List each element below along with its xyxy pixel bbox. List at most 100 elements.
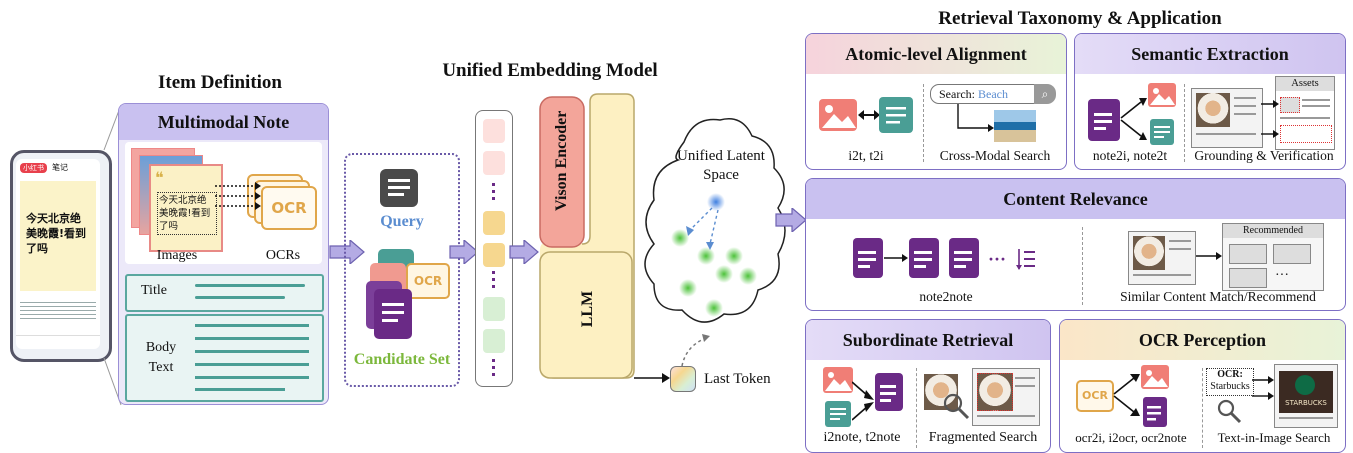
text-icon: [825, 401, 851, 427]
source-note-thumb: [1128, 231, 1196, 285]
query-candidate-box: Query OCR Candidate Set: [344, 153, 460, 387]
note-document-thumb: [972, 368, 1040, 426]
subordinate-right-caption: Fragmented Search: [928, 430, 1038, 445]
assets-label: Assets: [1276, 77, 1334, 91]
phone-app-badge: 小红书: [20, 163, 47, 173]
note-document-thumb: [1191, 88, 1263, 148]
query-label: Query: [380, 213, 424, 230]
image-icon: [1141, 365, 1169, 389]
note-icon: [909, 238, 939, 278]
ocr-query-label: OCR:: [1217, 369, 1243, 380]
token-column: [475, 110, 513, 387]
arrow-note-to-query: [329, 240, 365, 264]
note-chain: ···: [852, 237, 1052, 281]
multimodal-note-panel: Multimodal Note ❝ 今天北京绝美晚霞!看到了吗 OCR Imag…: [118, 103, 329, 405]
note-icon: [853, 238, 883, 278]
text-icon: [1150, 119, 1174, 145]
latent-space-label: Unified Latent Space: [677, 148, 765, 183]
atomic-left-caption: i2t, t2i: [848, 148, 884, 163]
llm-label: LLM: [579, 290, 596, 328]
vision-encoder-label: Vison Encoder: [553, 110, 570, 211]
section-title-unified-model: Unified Embedding Model: [442, 60, 658, 81]
multimodal-note-title: Multimodal Note: [119, 104, 328, 140]
phone-nav-bar: [16, 335, 100, 349]
last-token-box: [670, 366, 696, 392]
ocr-query-text: Starbucks: [1210, 381, 1250, 392]
arrow-to-llm: [509, 240, 539, 264]
latent-space-cloud: [644, 118, 786, 323]
note-ocrs-label: OCRs: [265, 248, 301, 263]
magnifier-icon: [1217, 399, 1242, 424]
recommended-panel: Recommended ···: [1222, 223, 1324, 291]
assets-panel: Assets: [1275, 76, 1335, 150]
ranking-icon: [1016, 249, 1035, 270]
search-term: Beach: [977, 87, 1008, 101]
image-icon: [823, 367, 853, 393]
semantic-right-caption: Grounding & Verification: [1194, 148, 1334, 163]
grounding-arrows: [1261, 100, 1279, 138]
magnifier-icon: [943, 393, 970, 420]
panel-content-title: Content Relevance: [806, 179, 1345, 219]
panel-atomic-alignment: Atomic-level Alignment i2t, t2i Search: …: [805, 33, 1067, 170]
note-image-stack: ❝ 今天北京绝美晚霞!看到了吗: [131, 148, 231, 252]
note-image-front: ❝ 今天北京绝美晚霞!看到了吗: [149, 164, 223, 252]
merge-arrows: [852, 381, 874, 421]
panel-semantic-extraction: Semantic Extraction note2i, note2t Asset…: [1074, 33, 1346, 170]
bidirectional-arrow: [858, 110, 880, 120]
note-icon: [875, 373, 903, 411]
phone-connector-lines: [103, 104, 122, 406]
subordinate-left-caption: i2note, t2note: [823, 430, 901, 445]
phone-app-label: 笔记: [52, 163, 68, 172]
panel-semantic-title: Semantic Extraction: [1075, 34, 1345, 74]
storefront-document: STARBUCKS: [1274, 364, 1338, 428]
search-bar: Search: Beach: [930, 84, 1042, 104]
llm-shape: [539, 93, 635, 379]
note-ocr-stack: OCR: [247, 174, 321, 234]
last-token-label: Last Token: [704, 371, 771, 387]
llm-to-last-token-arrow: [634, 373, 670, 383]
ocr-left-caption: ocr2i, i2ocr, ocr2note: [1075, 430, 1187, 445]
recommended-label: Recommended: [1223, 224, 1323, 238]
note-body-field: Body Text: [125, 314, 324, 402]
cat-photo: [1133, 236, 1165, 270]
storefront-sign: STARBUCKS: [1285, 399, 1327, 407]
split-arrows: [1120, 98, 1147, 140]
image-icon: [819, 99, 857, 131]
note-title-field: Title: [125, 274, 324, 312]
split-arrows: [1113, 374, 1140, 416]
atomic-right-caption: Cross-Modal Search: [939, 148, 1051, 163]
section-title-item-definition: Item Definition: [157, 72, 282, 93]
panel-ocr-title: OCR Perception: [1060, 320, 1345, 360]
cat-photo: [1196, 93, 1230, 127]
note-icon: [949, 238, 979, 278]
phone-screen: 小红书 笔记 今天北京绝美晚霞!看到了吗: [16, 159, 100, 349]
query-icon: [380, 169, 418, 207]
search-icon: ⌕: [1034, 84, 1056, 104]
candidate-stack: OCR: [360, 249, 450, 345]
panel-ocr-perception: OCR Perception OCR ocr2i, i2ocr, ocr2not…: [1059, 319, 1346, 453]
arrow-to-taxonomy: [775, 208, 807, 232]
phone-mockup: 小红书 笔记 今天北京绝美晚霞!看到了吗: [10, 150, 112, 362]
ocr-icon: OCR: [1076, 380, 1114, 412]
chain-arrow: [884, 254, 908, 262]
content-right-caption: Similar Content Match/Recommend: [1120, 289, 1316, 304]
candidate-ocr-icon: OCR: [406, 263, 450, 299]
beach-photo: [994, 110, 1036, 142]
note-icon: [1143, 397, 1167, 427]
ocr-match-arrows: [1252, 376, 1274, 400]
phone-note-text: 今天北京绝美晚霞!看到了吗: [26, 212, 87, 255]
storefront-photo: STARBUCKS: [1279, 371, 1333, 413]
candidate-label: Candidate Set: [353, 351, 451, 368]
panel-subordinate-retrieval: Subordinate Retrieval i2note, t2note Fra…: [805, 319, 1051, 453]
search-result-connector: [957, 104, 994, 132]
note-title-label: Title: [141, 283, 167, 298]
note-body-label: Body Text: [145, 340, 177, 375]
panel-content-relevance: Content Relevance ··· note2note: [805, 178, 1346, 311]
ellipsis-icon: ···: [988, 249, 1007, 269]
section-title-taxonomy: Retrieval Taxonomy & Application: [938, 8, 1222, 29]
arrow-to-token-column: [449, 240, 479, 264]
image-icon: [1148, 83, 1176, 107]
note-ocr-icon: OCR: [261, 186, 317, 230]
note-card-text: 今天北京绝美晚霞!看到了吗: [157, 192, 217, 235]
text-icon: [879, 97, 913, 133]
